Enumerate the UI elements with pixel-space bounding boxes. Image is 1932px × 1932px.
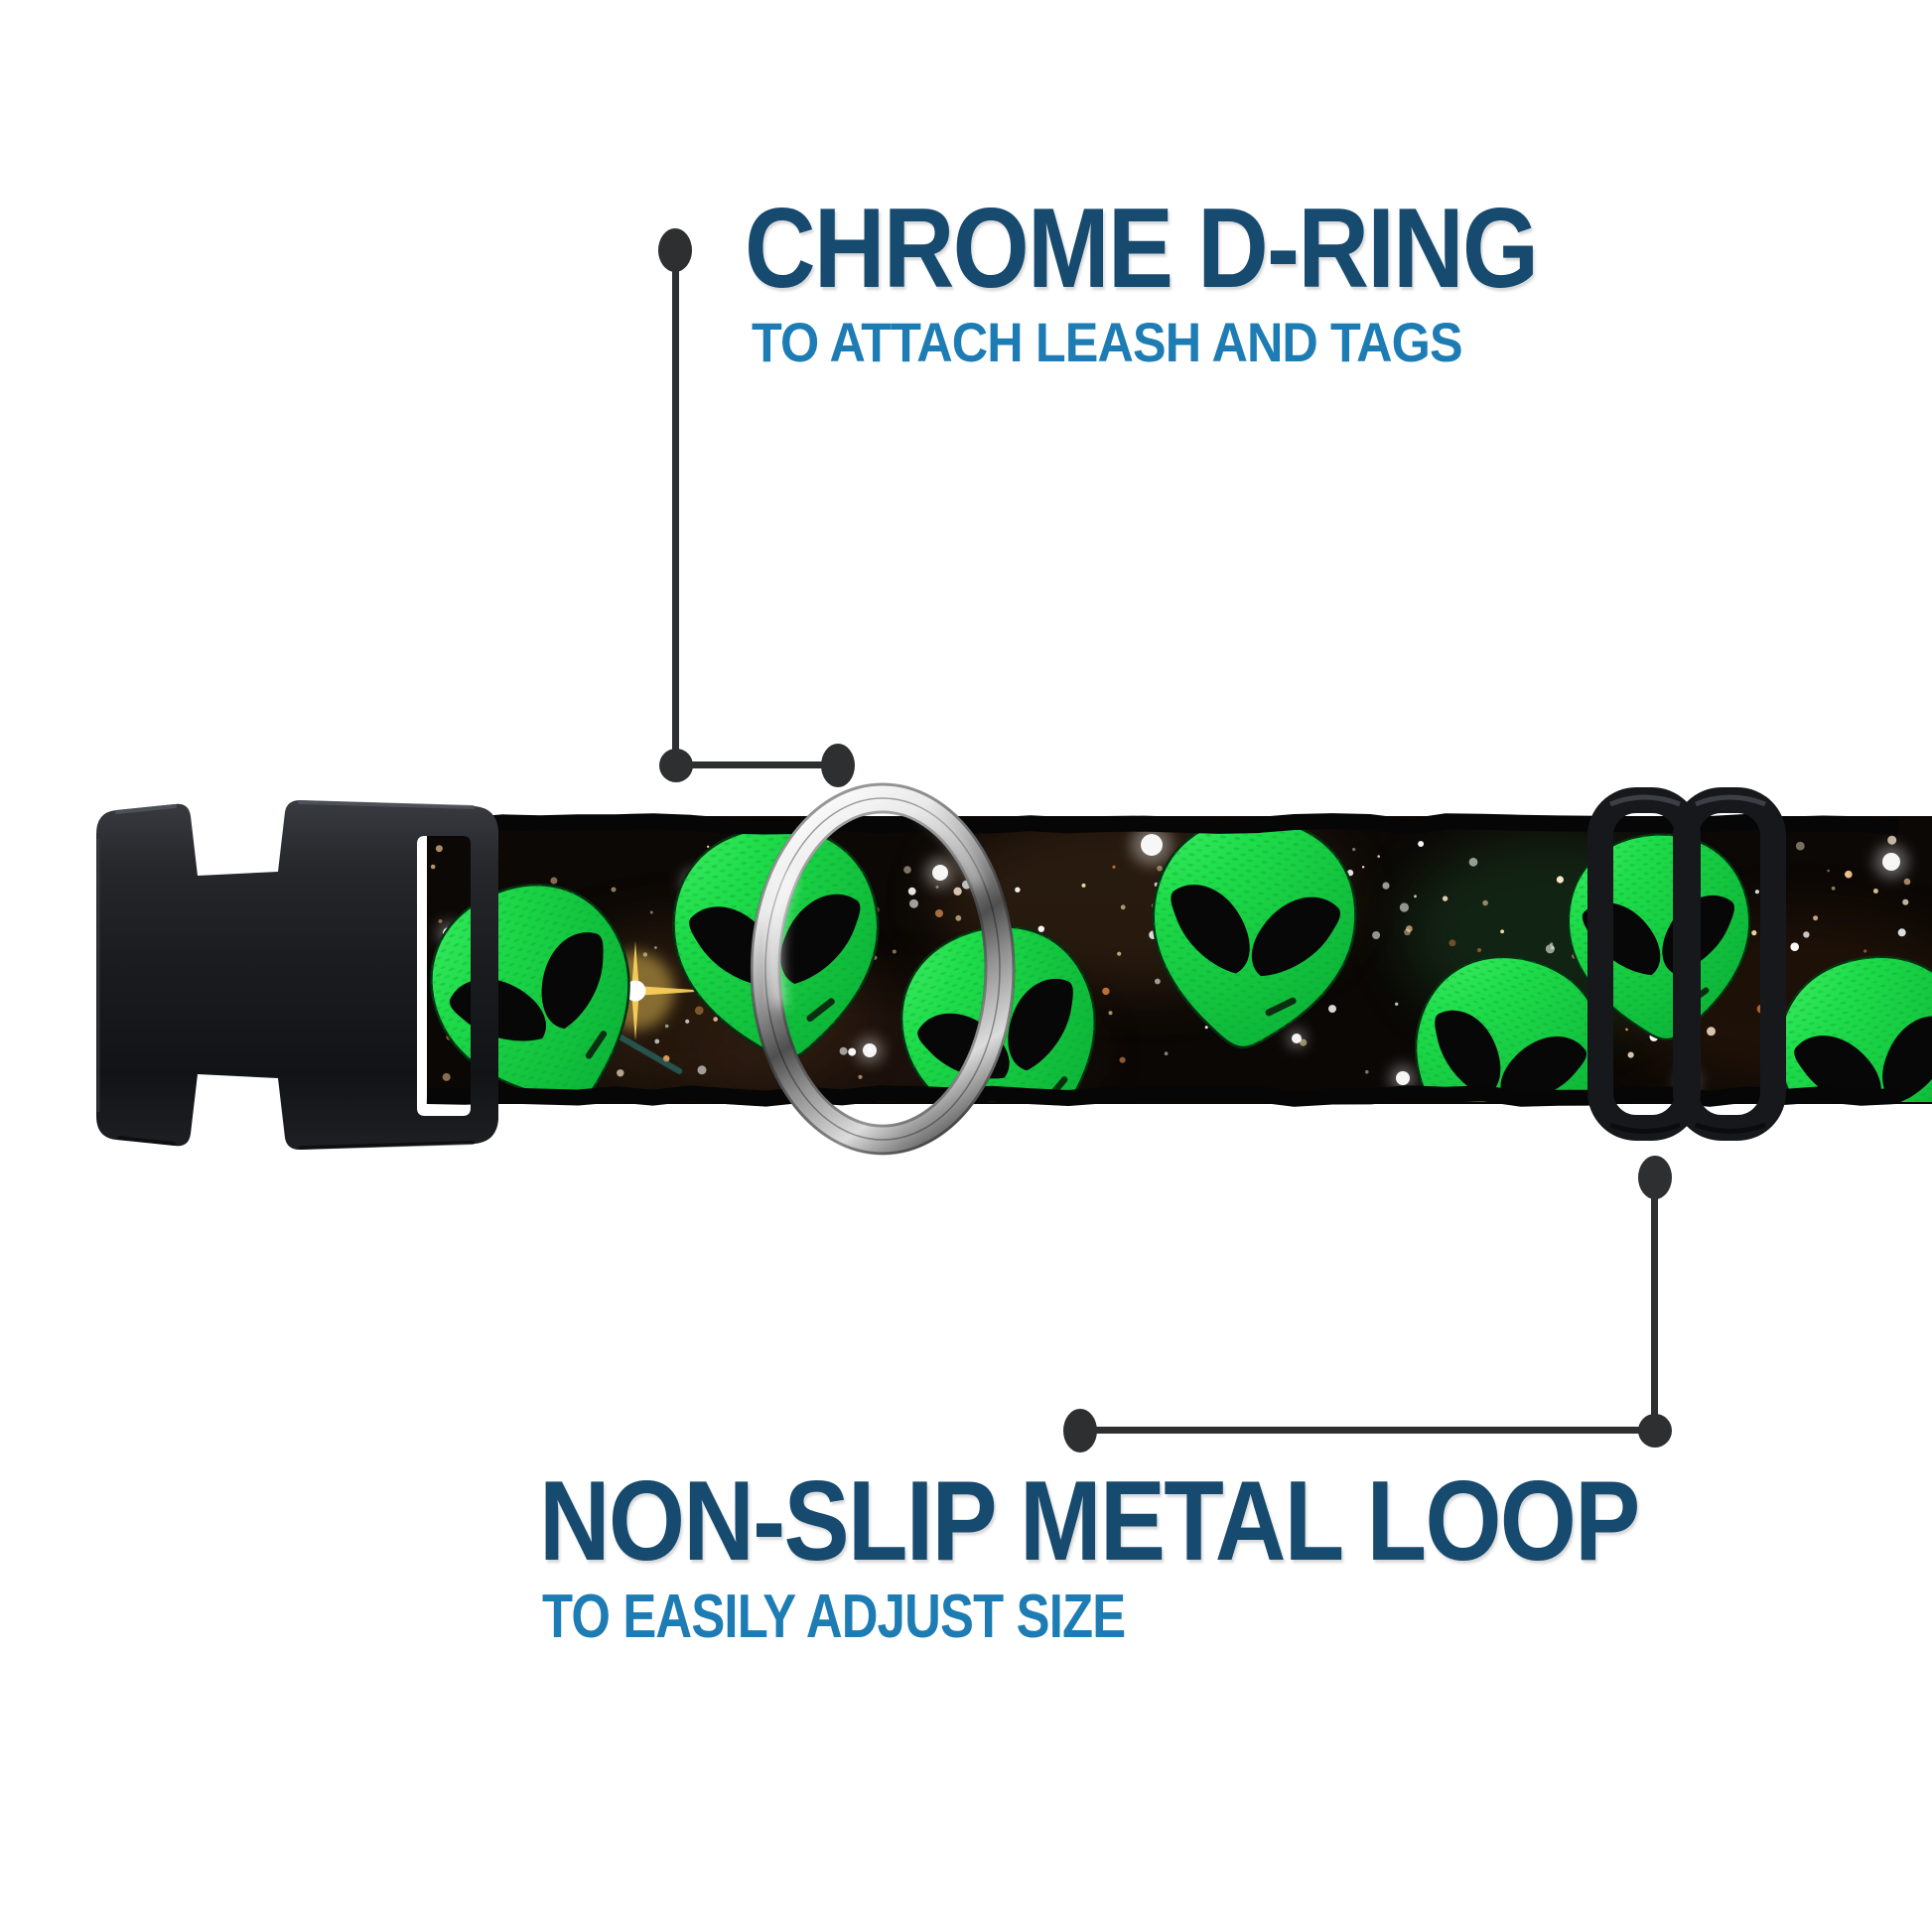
side-release-buckle-icon [96, 800, 498, 1150]
callout-bottom-subtitle: TO EASILY ADJUST SIZE [542, 1583, 1126, 1651]
chrome-d-ring-icon [750, 782, 1016, 1156]
callout-top-vertical-line [672, 260, 679, 766]
callout-top-target-dot [821, 744, 855, 787]
strap-bottom-edge [426, 1085, 1899, 1107]
strap-top-edge [426, 813, 1899, 835]
callout-top-horizontal-line [676, 761, 838, 768]
callout-bottom-horizontal-line [1080, 1427, 1655, 1434]
callout-bottom-title: NON-SLIP METAL LOOP [539, 1458, 1640, 1585]
callout-top-subtitle: TO ATTACH LEASH AND TAGS [752, 311, 1463, 373]
callout-bottom-vertical-line [1651, 1187, 1658, 1431]
callout-bottom-end-dot [1063, 1409, 1097, 1452]
tri-glide-slider-icon [1587, 787, 1786, 1141]
callout-top-title: CHROME D-RING [745, 186, 1539, 312]
